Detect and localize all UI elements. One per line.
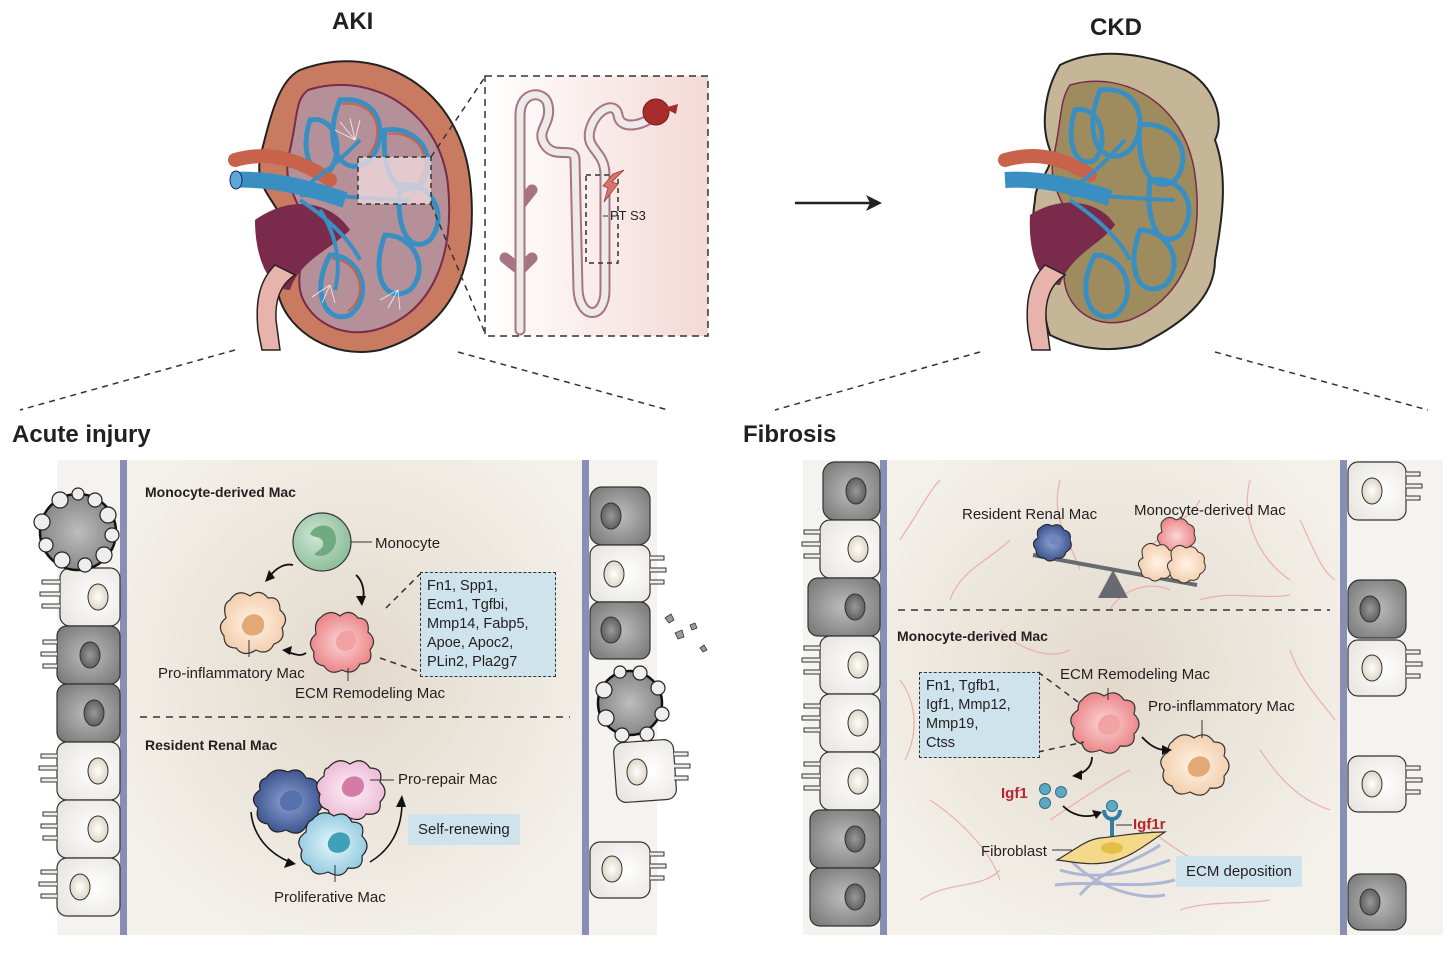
self-renewing-tag: Self-renewing [408, 814, 520, 845]
aki-kidney [228, 60, 473, 353]
acute-pro-inflammatory-label: Pro-inflammatory Mac [158, 665, 305, 682]
fibrosis-monocyte-derived-label: Monocyte-derived Mac [1134, 502, 1286, 519]
dying-cell-left [33, 487, 120, 573]
ecm-deposition-tag: ECM deposition [1176, 856, 1302, 887]
acute-resident-blue-mac [252, 769, 324, 834]
progression-arrow-icon [866, 195, 882, 211]
igf1r-label: Igf1r [1133, 816, 1166, 833]
acute-left-epithelium [33, 487, 121, 917]
acute-ecm-remodeling-label: ECM Remodeling Mac [295, 685, 446, 702]
pt-s3-label: PT S3 [610, 208, 646, 223]
dying-cell-right [595, 665, 670, 743]
fibrosis-right-epithelium [1347, 461, 1423, 931]
fibrosis-resident-mac-small [1032, 523, 1072, 562]
fibrosis-monocyte-macs-cluster [1137, 516, 1206, 584]
ckd-kidney [998, 52, 1224, 351]
acute-injury-title: Acute injury [12, 421, 151, 448]
injury-bolt-icon [602, 169, 625, 203]
acute-pro-inflammatory-mac [219, 591, 287, 657]
fibrosis-monocyte-section-title: Monocyte-derived Mac [897, 628, 1048, 644]
fibrosis-resident-label: Resident Renal Mac [962, 506, 1098, 523]
fibrosis-left-epithelium [801, 461, 881, 927]
aki-title: AKI [332, 8, 374, 35]
fibrosis-pro-inflammatory-label: Pro-inflammatory Mac [1148, 698, 1295, 715]
fibroblast-label: Fibroblast [981, 843, 1047, 860]
macrophage-balance-seesaw [1032, 516, 1206, 598]
igf1-label: Igf1 [1001, 785, 1028, 802]
monocyte-cell [292, 512, 372, 572]
acute-right-epithelium [589, 486, 708, 899]
monocyte-label: Monocyte [375, 535, 441, 552]
seesaw-fulcrum-icon [1098, 570, 1128, 598]
acute-monocyte-section-title: Monocyte-derived Mac [145, 484, 296, 500]
ckd-title: CKD [1090, 14, 1142, 41]
acute-ecm-remodeling-mac [309, 611, 375, 681]
acute-right-membrane [582, 460, 589, 935]
acute-pro-repair-mac [316, 760, 394, 821]
acute-left-membrane [120, 460, 127, 935]
fibroblast-cell [1052, 831, 1168, 865]
igf1r-receptor-icon [1102, 809, 1122, 838]
fibrosis-left-membrane [880, 460, 887, 935]
proliferative-label: Proliferative Mac [274, 889, 386, 906]
fibrosis-pro-inflammatory-mac [1160, 720, 1230, 796]
acute-proliferative-mac [298, 812, 368, 882]
fibrosis-title: Fibrosis [743, 421, 837, 448]
pro-repair-label: Pro-repair Mac [398, 771, 498, 788]
acute-upregulated-genes-box: Fn1, Spp1, Ecm1, Tgfbi, Mmp14, Fabp5, Ap… [420, 572, 556, 677]
fibrosis-right-membrane [1340, 460, 1347, 935]
fibrosis-ecm-remodeling-label: ECM Remodeling Mac [1060, 666, 1211, 683]
fibrosis-ecm-remodeling-mac [1070, 688, 1140, 754]
ecm-fibers [1054, 843, 1176, 898]
acute-resident-section-title: Resident Renal Mac [145, 737, 278, 753]
fibrosis-upregulated-genes-box: Fn1, Tgfb1, Igf1, Mmp12, Mmp19, Ctss [919, 672, 1040, 758]
igf1-molecules [1039, 783, 1118, 812]
